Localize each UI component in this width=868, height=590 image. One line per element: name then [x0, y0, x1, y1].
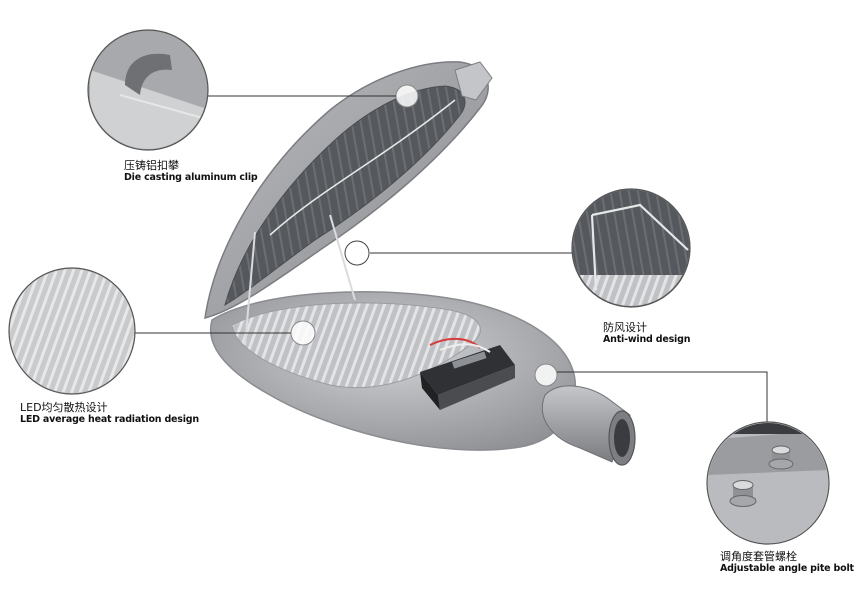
callout-heat-en: LED average heat radiation design — [20, 413, 199, 425]
marker-bolt — [534, 363, 558, 387]
die-cast-clip — [454, 61, 493, 101]
led-driver — [420, 345, 515, 410]
anti-wind-rod — [244, 231, 256, 346]
callout-bolt: 调角度套管螺栓 Adjustable angle pite bolt — [720, 550, 854, 575]
mounting-pipe — [541, 385, 636, 466]
detail-bolt-bubble — [706, 421, 830, 545]
callout-clip: 压铸铝扣攀 Die casting aluminum clip — [124, 159, 258, 184]
leader-bolt — [557, 371, 768, 423]
detail-heat-bubble — [8, 267, 136, 395]
callout-heat-zh: LED均匀散热设计 — [20, 401, 108, 414]
marker-clip — [395, 84, 419, 108]
callout-bolt-en: Adjustable angle pite bolt — [720, 562, 854, 574]
callout-wind-en: Anti-wind design — [603, 333, 691, 345]
callout-clip-en: Die casting aluminum clip — [124, 171, 258, 183]
marker-wind — [344, 240, 370, 266]
detail-wind-bubble — [571, 188, 691, 308]
street-light-body — [204, 61, 636, 466]
detail-clip-bubble — [87, 29, 209, 151]
marker-heat — [290, 320, 316, 346]
leader-lines — [134, 95, 768, 423]
callout-bolt-zh: 调角度套管螺栓 — [720, 550, 797, 563]
callout-wind-zh: 防风设计 — [603, 321, 647, 334]
callout-heat: LED均匀散热设计 LED average heat radiation des… — [20, 401, 199, 426]
callout-clip-zh: 压铸铝扣攀 — [124, 159, 179, 172]
callout-wind: 防风设计 Anti-wind design — [603, 321, 691, 346]
